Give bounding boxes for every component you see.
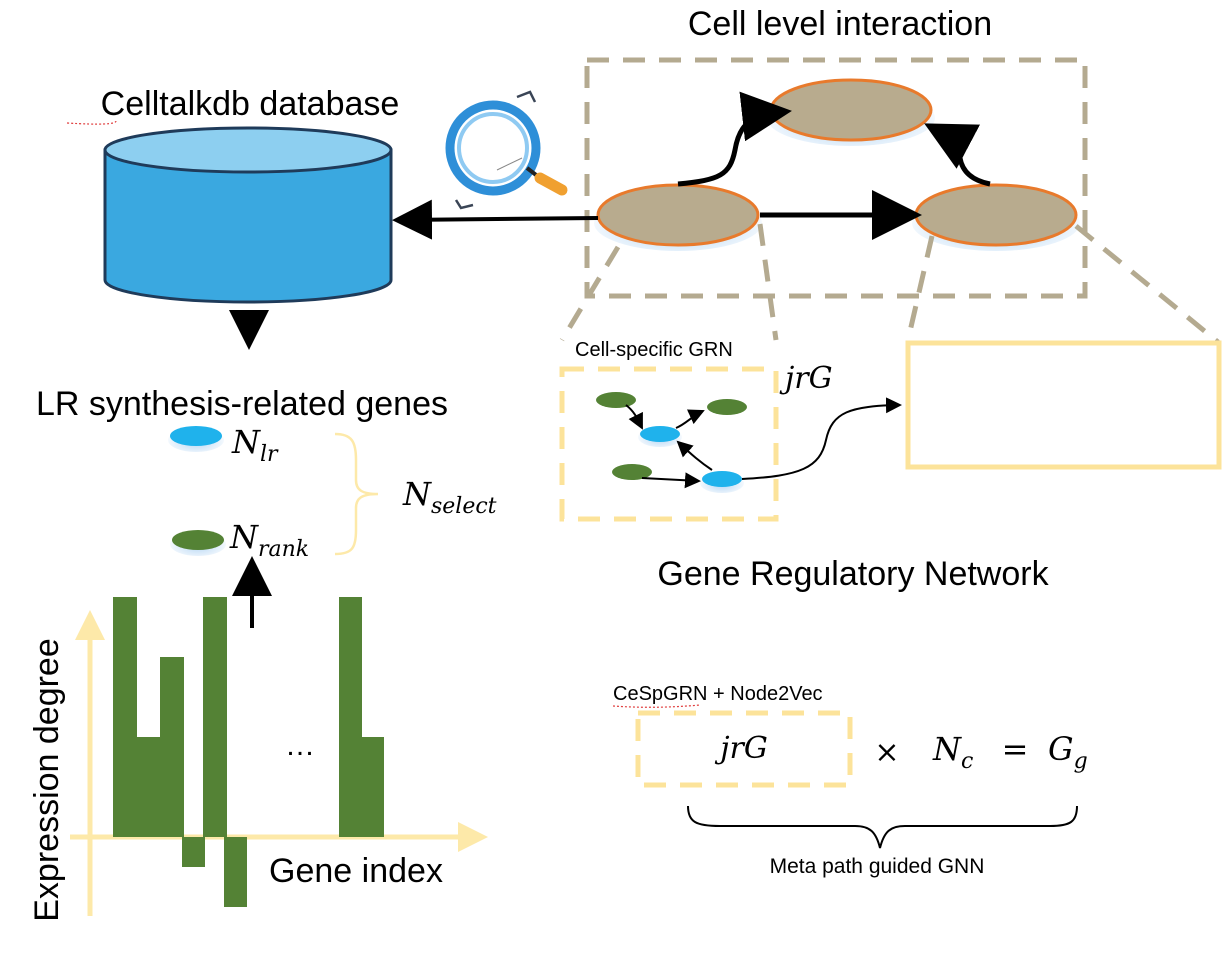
- zoom-connector-left-a: [559, 245, 621, 342]
- n-rank-node: [170, 530, 226, 556]
- n-rank-sub: rank: [258, 537, 309, 562]
- cell-specific-grn-box: [559, 366, 779, 522]
- g-g-base: G: [1048, 730, 1074, 768]
- zoom-connector-right-b: [1074, 224, 1220, 344]
- g-g-sub: g: [1074, 749, 1088, 774]
- grn-edge-3: [676, 440, 713, 471]
- n-rank-base: N: [229, 518, 259, 556]
- gnn-brace: [687, 805, 1078, 849]
- x-axis-label: Gene index: [269, 852, 443, 890]
- n-select-sub: select: [431, 494, 497, 519]
- cell-node-top: [767, 78, 935, 146]
- expression-bar-6: [224, 837, 247, 907]
- database-cylinder: [103, 126, 393, 304]
- n-lr-node: [168, 426, 224, 452]
- grn-gene-green-2: [707, 399, 747, 415]
- expression-bar-7: [339, 597, 362, 837]
- cell-interaction-box: [584, 57, 1088, 299]
- cell-specific-grn-title: Cell-specific GRN: [575, 339, 733, 361]
- grn-gene-blue-2: [702, 471, 742, 487]
- spellcheck-underline: [66, 120, 117, 125]
- bars-ellipsis: …: [285, 729, 315, 762]
- n-select-base: N: [402, 475, 432, 513]
- magnifier-icon: [445, 90, 568, 210]
- expression-bar-2: [137, 737, 161, 837]
- expression-bar-5: [203, 597, 227, 837]
- zoom-connector-right-a: [905, 235, 935, 341]
- database-title: Celltalkdb database: [101, 85, 400, 123]
- n-c-sub: c: [961, 749, 973, 774]
- gene-regulatory-network-title: Gene Regulatory Network: [657, 555, 1049, 593]
- y-axis-label: Expression degree: [28, 638, 66, 922]
- zoom-connector-left-b: [757, 223, 779, 341]
- expression-bar-chart: … Gene index Expression degree: [28, 597, 488, 922]
- n-lr-sub: lr: [260, 442, 279, 467]
- jrg-formula-text: jrG: [714, 731, 768, 766]
- arrow-grn-to-box: [741, 397, 902, 480]
- jrg-label: jrG: [779, 361, 833, 396]
- bars-group: [113, 597, 384, 907]
- times-sign: ×: [874, 735, 899, 770]
- expression-bar-1: [113, 597, 137, 837]
- select-brace: [334, 432, 379, 556]
- spellcheck-underline-2: [612, 704, 701, 708]
- grn-gene-green-3: [612, 464, 652, 480]
- target-cell-grn-box: [905, 340, 1222, 470]
- n-select-math: Nselect: [402, 475, 497, 519]
- grn-gene-green-1: [596, 392, 636, 408]
- cell-node-left: [594, 183, 762, 251]
- n-lr-math: Nlr: [231, 423, 279, 467]
- grn-edge-1: [625, 404, 643, 430]
- grn-edge-2: [675, 409, 705, 429]
- n-c-base: N: [932, 730, 962, 768]
- expression-bar-8: [361, 737, 384, 837]
- meta-path-gnn-label: Meta path guided GNN: [770, 855, 985, 878]
- n-lr-base: N: [231, 423, 261, 461]
- n-c-math: Nc: [932, 730, 973, 774]
- expression-bar-4: [182, 837, 205, 867]
- cell-level-interaction-title: Cell level interaction: [688, 5, 992, 43]
- cell-node-right: [912, 183, 1080, 251]
- arrow-left-to-top: [677, 91, 792, 187]
- cespgrn-node2vec-label: CeSpGRN + Node2Vec: [613, 683, 823, 705]
- grn-gene-blue-1: [640, 426, 680, 442]
- grn-edge-4: [641, 472, 701, 489]
- lr-genes-label: LR synthesis-related genes: [36, 385, 448, 423]
- n-rank-math: Nrank: [229, 518, 309, 562]
- expression-bar-3: [160, 657, 184, 837]
- arrow-to-database: [392, 199, 599, 240]
- g-g-math: Gg: [1048, 730, 1088, 774]
- equals-sign: =: [1002, 730, 1029, 768]
- arrow-right-to-top: [924, 123, 991, 187]
